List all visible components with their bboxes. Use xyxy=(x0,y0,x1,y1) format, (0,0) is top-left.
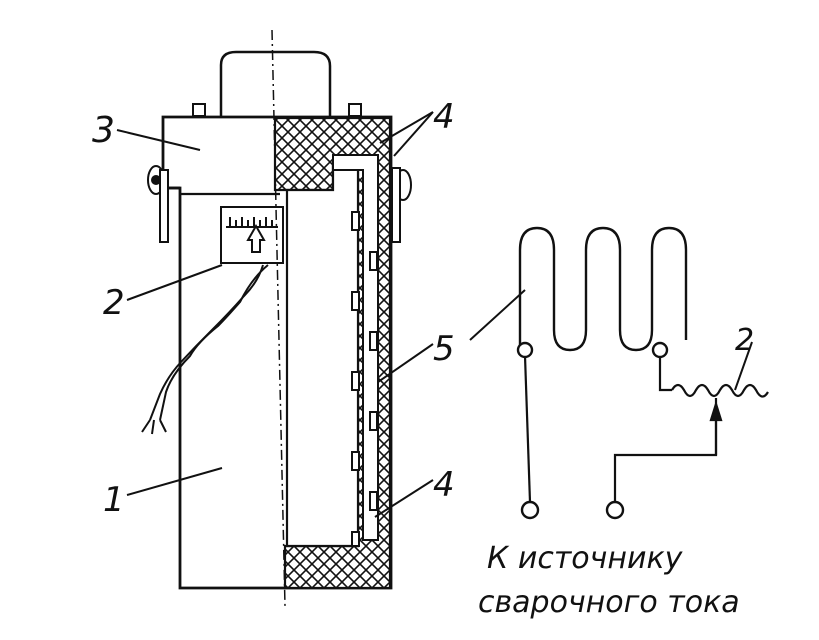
label-4-top: 4 xyxy=(433,97,455,137)
twisted-wire xyxy=(141,264,269,435)
circuit-wires xyxy=(523,355,718,503)
caption-line-2: сварочного тока xyxy=(478,585,740,620)
terminals xyxy=(516,341,669,520)
right-clamp xyxy=(391,167,412,243)
label-3: 3 xyxy=(92,110,115,151)
lid-pins xyxy=(192,103,362,117)
leader-lines xyxy=(116,111,753,518)
heating-element-5 xyxy=(332,154,379,547)
label-5: 5 xyxy=(433,329,455,369)
label-4-bottom: 4 xyxy=(433,465,455,505)
caption-line-1: К источнику xyxy=(487,541,684,576)
label-2-right: 2 xyxy=(735,323,754,358)
thermometer-2 xyxy=(220,206,284,264)
center-axis xyxy=(271,29,286,607)
heater-coil-schematic xyxy=(518,226,688,352)
rheostat-2 xyxy=(671,383,769,455)
label-1: 1 xyxy=(103,480,125,520)
left-clamp xyxy=(147,165,169,243)
top-cap xyxy=(219,50,332,118)
label-2-left: 2 xyxy=(103,283,125,323)
inner-chamber xyxy=(285,163,360,548)
